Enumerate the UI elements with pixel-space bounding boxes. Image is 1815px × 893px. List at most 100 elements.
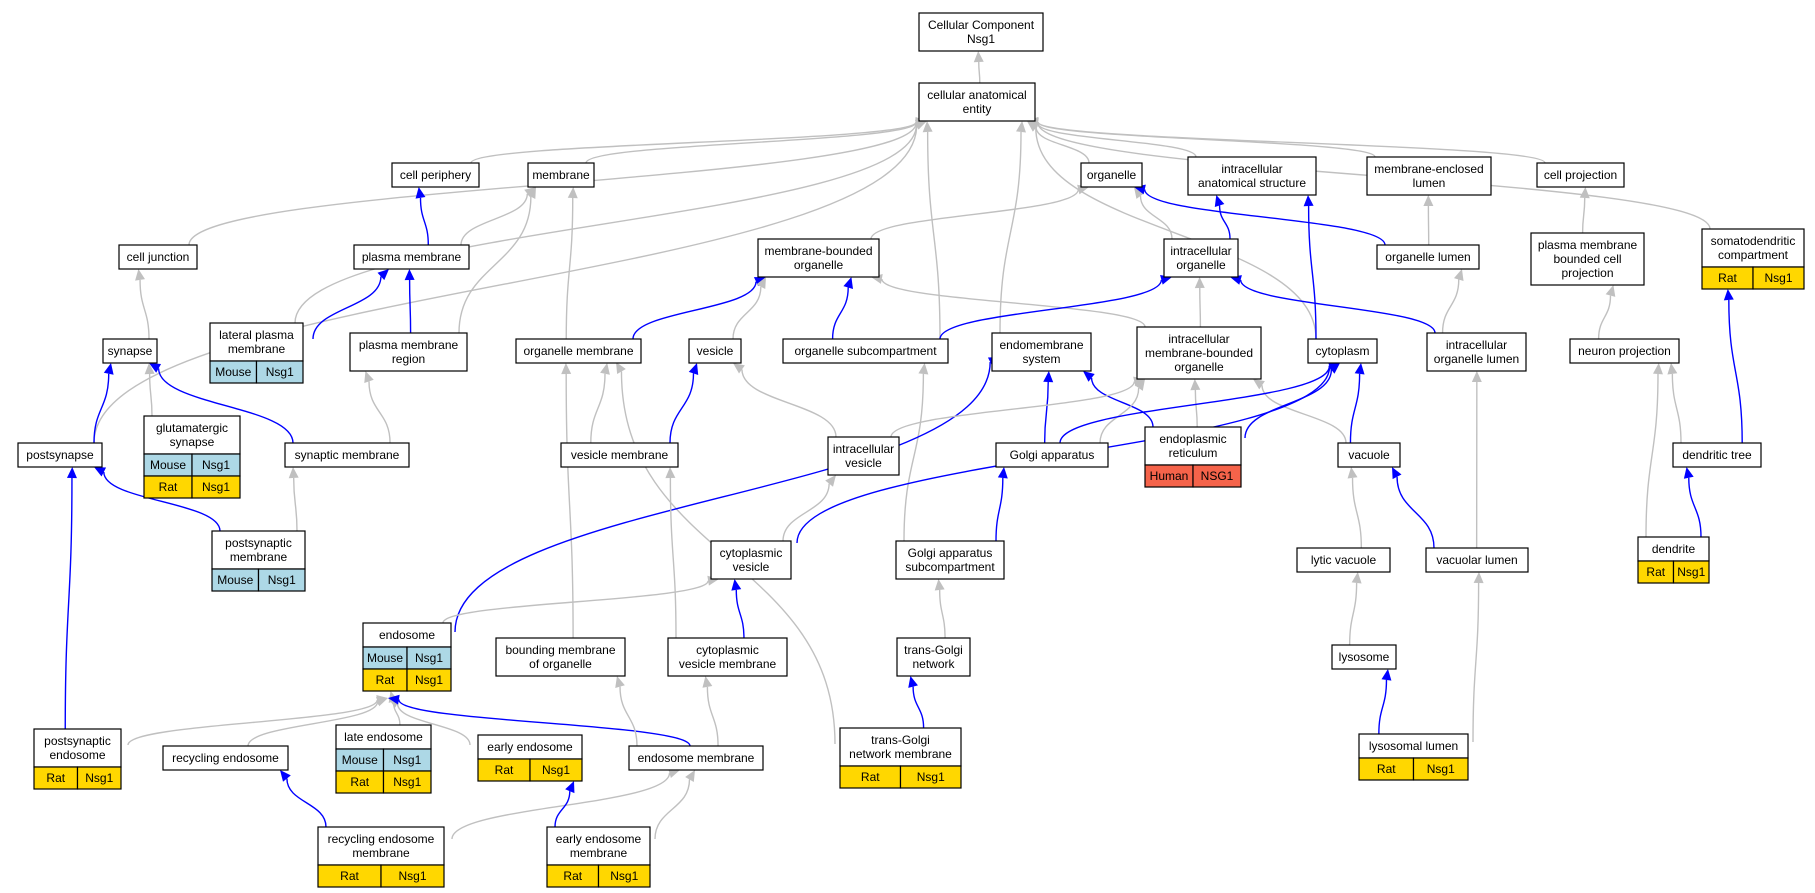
node-dentree[interactable]: dendritic tree: [1672, 442, 1762, 468]
node-neuproj[interactable]: neuron projection: [1569, 338, 1680, 364]
node-cellproj[interactable]: cell projection: [1536, 162, 1625, 188]
arrowhead: [526, 187, 536, 200]
edge-part-of: [103, 471, 221, 532]
annotation-cell: [191, 475, 241, 499]
arrowhead: [1453, 269, 1464, 281]
arrowhead: [922, 121, 933, 133]
node-label: reticulum: [1169, 446, 1218, 460]
arrowhead: [375, 696, 388, 707]
node-celljunc[interactable]: cell junction: [118, 244, 198, 270]
node-cellper[interactable]: cell periphery: [391, 162, 480, 188]
node-membrane[interactable]: membrane: [527, 162, 595, 188]
annotation-gene: Nsg1: [268, 573, 296, 587]
node-label: dendritic tree: [1682, 448, 1752, 462]
arrowhead: [1190, 379, 1201, 391]
arrowhead: [825, 475, 836, 487]
node-synmem[interactable]: synaptic membrane: [284, 442, 410, 468]
arrowhead: [1016, 121, 1026, 133]
node-postsyn[interactable]: postsynapse: [17, 442, 103, 468]
arrowhead: [1351, 572, 1362, 584]
node-vesmem[interactable]: vesicle membrane: [560, 442, 679, 468]
edge-is-a: [1348, 582, 1358, 646]
edge-part-of: [1728, 299, 1743, 444]
edge-is-a: [1035, 127, 1090, 164]
arrowhead: [616, 362, 626, 375]
node-golgi[interactable]: Golgi apparatus: [995, 442, 1109, 468]
node-lysosome[interactable]: lysosome: [1331, 644, 1397, 670]
edge-is-a: [890, 381, 1135, 438]
edge-is-a: [741, 369, 837, 438]
arrowhead: [1579, 187, 1590, 199]
node-box: [1187, 156, 1317, 196]
node-vacuole[interactable]: vacuole: [1337, 442, 1401, 468]
annotation-gene: Nsg1: [610, 869, 638, 883]
node-osc[interactable]: organelle subcompartment: [782, 338, 949, 364]
annotation-gene: Nsg1: [917, 770, 945, 784]
edge-part-of: [312, 276, 382, 340]
node-pm[interactable]: plasma membrane: [353, 244, 470, 270]
arrowhead: [1214, 195, 1225, 207]
edge-part-of: [454, 361, 991, 633]
annotation-cell: [382, 770, 432, 794]
node-organelle[interactable]: organelle: [1080, 162, 1143, 188]
node-label: endomembrane: [999, 338, 1083, 352]
node-box: [782, 338, 949, 364]
annotation-cell: [1672, 560, 1710, 584]
node-label: region: [392, 352, 425, 366]
node-vesicle[interactable]: vesicle: [688, 338, 742, 364]
node-vaclumen[interactable]: vacuolar lumen: [1425, 547, 1529, 573]
annotation-species: Mouse: [217, 573, 253, 587]
node-label: vacuolar lumen: [1436, 553, 1517, 567]
node-cytoplasm[interactable]: cytoplasm: [1307, 338, 1378, 364]
node-recend[interactable]: recycling endosome: [162, 745, 289, 771]
node-box: [1136, 326, 1262, 380]
node-box: [1426, 332, 1527, 372]
edge-part-of: [1090, 377, 1154, 428]
node-lytvac[interactable]: lytic vacuole: [1296, 547, 1391, 573]
node-om[interactable]: organelle membrane: [515, 338, 642, 364]
edge-part-of: [632, 281, 757, 340]
node-synapse[interactable]: synapse: [102, 338, 158, 364]
arrowhead: [135, 269, 145, 281]
node-label: vesicle: [733, 560, 770, 574]
edge-part-of: [1307, 205, 1317, 340]
annotation-cell: [1752, 266, 1805, 290]
annotation-gene: Nsg1: [415, 673, 443, 687]
edge-part-of: [286, 778, 327, 828]
node-olumen[interactable]: organelle lumen: [1376, 244, 1480, 270]
node-endmem[interactable]: endosome membrane: [628, 745, 764, 771]
node-box: [353, 244, 470, 270]
node-box: [495, 637, 626, 677]
